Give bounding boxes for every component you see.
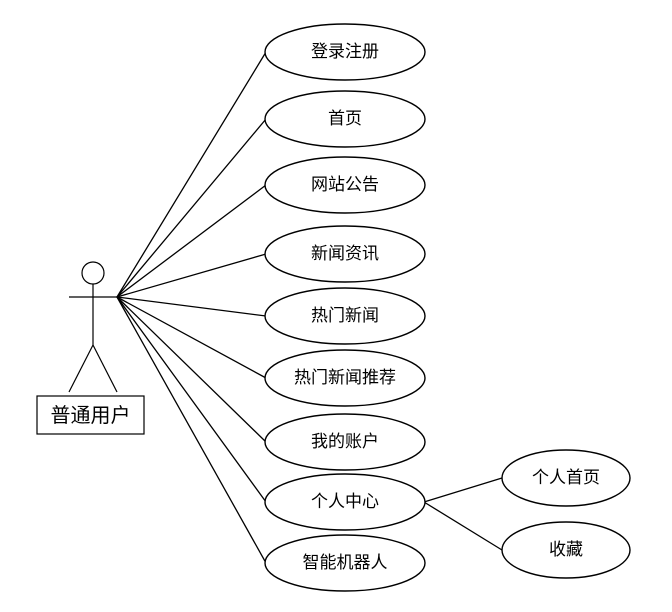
association-uc-favorites xyxy=(423,501,503,551)
use-case-home-shape xyxy=(264,90,426,148)
use-case-news-shape xyxy=(264,225,426,283)
use-case-announcement[interactable]: 网站公告 xyxy=(264,156,426,214)
association-uc-news xyxy=(116,253,267,298)
use-case-home-label: 首页 xyxy=(328,109,362,129)
use-case-login[interactable]: 登录注册 xyxy=(264,23,426,81)
use-case-login-shape xyxy=(264,23,426,81)
use-case-my-account[interactable]: 我的账户 xyxy=(264,413,426,471)
use-case-favorites-label: 收藏 xyxy=(549,540,583,560)
actor-left-leg xyxy=(68,344,94,393)
use-cases: 登录注册 首页 网站公告 新闻资讯 热门新闻 热门新闻推荐 我的账户 个人中心 xyxy=(264,23,631,592)
association-lines xyxy=(116,51,503,564)
actor-label-box xyxy=(36,395,145,435)
use-case-login-label: 登录注册 xyxy=(311,42,379,62)
use-case-my-account-shape xyxy=(264,413,426,471)
use-case-hot-news-recommend-shape xyxy=(264,349,426,407)
use-case-news-label: 新闻资讯 xyxy=(311,244,379,264)
use-case-chatbot-shape xyxy=(264,534,426,592)
use-case-personal-home[interactable]: 个人首页 xyxy=(501,449,631,507)
use-case-personal-center[interactable]: 个人中心 xyxy=(264,473,426,531)
use-case-announcement-shape xyxy=(264,156,426,214)
association-uc-hot-news xyxy=(116,296,267,317)
association-uc-chatbot xyxy=(116,296,267,564)
use-case-hot-news-label: 热门新闻 xyxy=(311,306,379,326)
association-uc-my-account xyxy=(116,296,267,443)
association-uc-login xyxy=(116,51,267,298)
actor-normal-user: 普通用户 xyxy=(36,261,145,435)
use-case-personal-home-label: 个人首页 xyxy=(532,468,600,488)
use-case-announcement-label: 网站公告 xyxy=(311,175,379,195)
use-case-home[interactable]: 首页 xyxy=(264,90,426,148)
use-case-chatbot-label: 智能机器人 xyxy=(303,553,388,573)
use-case-hot-news-recommend-label: 热门新闻推荐 xyxy=(294,368,396,388)
use-case-hot-news[interactable]: 热门新闻 xyxy=(264,287,426,345)
association-uc-personal-home xyxy=(423,477,503,503)
actor-label: 普通用户 xyxy=(51,403,131,427)
actor-right-leg xyxy=(92,344,118,393)
association-uc-hot-news-recommend xyxy=(116,296,267,379)
association-uc-announcement xyxy=(116,184,267,298)
use-case-chatbot[interactable]: 智能机器人 xyxy=(264,534,426,592)
use-case-news[interactable]: 新闻资讯 xyxy=(264,225,426,283)
use-case-hot-news-shape xyxy=(264,287,426,345)
association-uc-personal-center xyxy=(116,296,267,503)
use-case-personal-center-shape xyxy=(264,473,426,531)
use-case-favorites-shape xyxy=(501,521,631,579)
use-case-my-account-label: 我的账户 xyxy=(311,432,379,452)
use-case-hot-news-recommend[interactable]: 热门新闻推荐 xyxy=(264,349,426,407)
actor-head xyxy=(81,261,105,285)
use-case-personal-home-shape xyxy=(501,449,631,507)
association-uc-home xyxy=(116,118,267,298)
use-case-personal-center-label: 个人中心 xyxy=(311,492,379,512)
use-case-favorites[interactable]: 收藏 xyxy=(501,521,631,579)
